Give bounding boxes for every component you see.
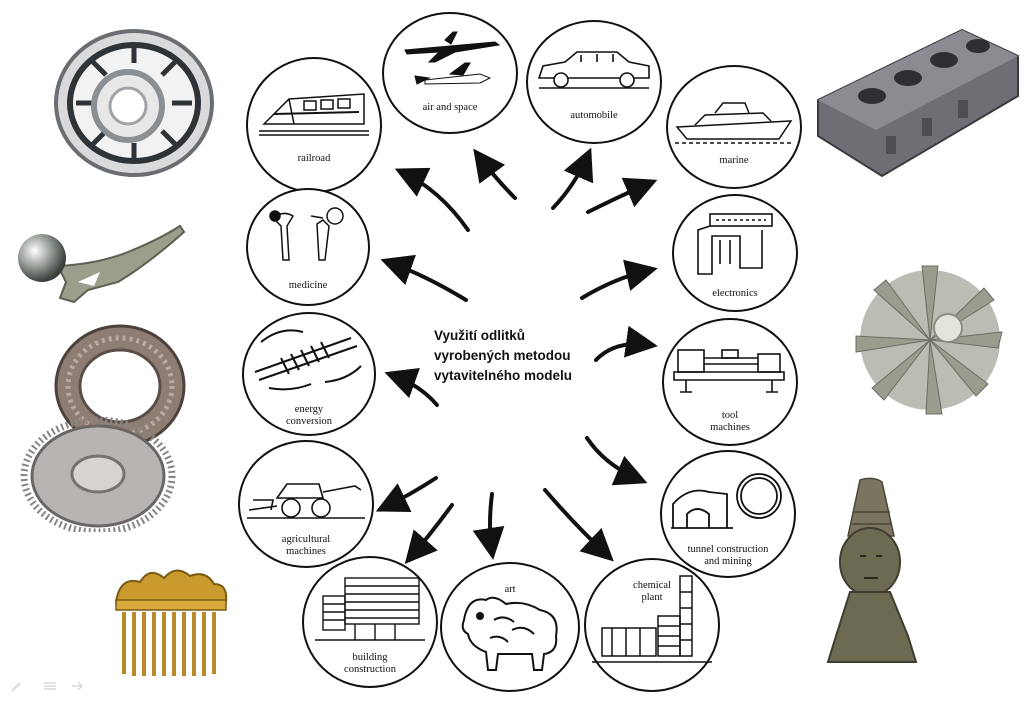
- engine-cylinder-head-photo: [817, 28, 1019, 178]
- node-label: machines: [286, 546, 326, 557]
- node-label: plant: [641, 592, 663, 603]
- car-icon: [537, 51, 650, 89]
- node-label: building: [352, 652, 388, 663]
- arrow-agricultural-machines: [375, 476, 438, 513]
- node-railroad: railroad: [246, 57, 382, 193]
- node-building-construction: building construction: [302, 556, 438, 688]
- arrow-art: [472, 492, 505, 560]
- node-label: electronics: [712, 288, 758, 299]
- arrow-energy-conversion: [384, 368, 439, 407]
- building-icon: [315, 577, 425, 641]
- arrow-marine: [586, 177, 658, 214]
- arrow-railroad: [394, 167, 470, 232]
- node-label: air and space: [422, 102, 478, 113]
- arrow-air-and-space: [473, 148, 517, 200]
- node-label: marine: [719, 155, 749, 166]
- lathe-icon: [673, 349, 785, 393]
- turbine-rotor-icon: [254, 329, 362, 391]
- title-line: vyrobených metodou: [434, 348, 571, 363]
- slide-toolbar: [8, 679, 88, 698]
- sheep-sculpture-icon: [461, 596, 558, 671]
- node-label: art: [504, 584, 516, 595]
- turbine-housing-photo: [54, 29, 214, 177]
- node-label: conversion: [285, 416, 333, 427]
- arrow-automobile: [551, 147, 594, 210]
- node-label: construction: [344, 664, 396, 675]
- node-label: railroad: [297, 153, 331, 164]
- title-line: Využití odlitků: [434, 328, 525, 343]
- arrow-electronics: [580, 259, 658, 300]
- train-icon: [259, 93, 369, 136]
- node-automobile: automobile: [526, 20, 662, 144]
- menu-icon[interactable]: [44, 682, 56, 690]
- hip-implant-photo: [18, 224, 186, 304]
- electronics-module-icon: [697, 213, 773, 275]
- airplane-shuttle-icon: [404, 31, 501, 85]
- compressor-impeller-photo: [855, 265, 1003, 415]
- hip-implant-icon: [269, 207, 344, 261]
- title-line: vytavitelného modelu: [434, 368, 573, 383]
- gold-comb-photo: [114, 569, 228, 676]
- node-medicine: medicine: [246, 188, 370, 306]
- arrow-tool-machines: [594, 325, 658, 362]
- ship-icon: [675, 102, 793, 144]
- node-electronics: electronics: [672, 194, 798, 312]
- tractor-icon: [247, 483, 365, 519]
- node-label: automobile: [570, 110, 618, 121]
- node-energy-conversion: energy conversion: [242, 312, 376, 436]
- node-tunnel-construction-and-mining: tunnel construction and mining: [660, 450, 796, 578]
- arrow-tunnel: [585, 436, 648, 486]
- node-label: chemical: [633, 580, 671, 591]
- node-label: and mining: [704, 556, 752, 567]
- node-air-and-space: air and space: [382, 12, 518, 134]
- chemical-plant-icon: [592, 575, 712, 663]
- node-art: art: [440, 562, 580, 692]
- node-label: agricultural: [281, 534, 331, 545]
- node-label: energy: [294, 404, 324, 415]
- node-label: machines: [710, 422, 750, 433]
- arrow-chemical-plant: [543, 488, 614, 562]
- diagram-title: Využití odlitků vyrobených metodou vytav…: [434, 326, 634, 386]
- node-label: tunnel construction: [687, 544, 769, 555]
- tunnel-boring-icon: [671, 473, 782, 529]
- next-arrow-icon[interactable]: [72, 681, 84, 691]
- arrow-building-construction: [404, 503, 454, 565]
- arrow-medicine: [380, 254, 468, 302]
- node-label: medicine: [288, 280, 328, 291]
- bearing-rings-photo: [20, 324, 186, 532]
- pen-icon[interactable]: [11, 682, 21, 692]
- node-agricultural-machines: agricultural machines: [238, 440, 374, 568]
- node-chemical-plant: chemical plant: [584, 558, 720, 692]
- node-label: tool: [721, 410, 739, 421]
- bronze-head-sculpture-photo: [826, 477, 918, 663]
- node-tool-machines: tool machines: [662, 318, 798, 446]
- node-marine: marine: [666, 65, 802, 189]
